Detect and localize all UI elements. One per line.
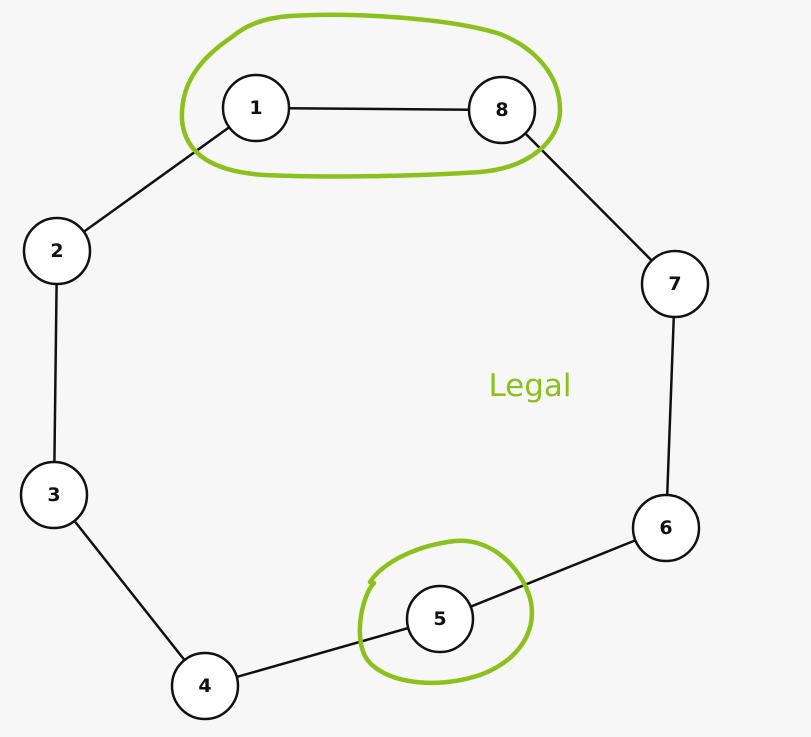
node-7: 7 [640, 249, 710, 319]
node-4: 4 [170, 651, 240, 721]
node-6: 6 [631, 493, 701, 563]
edges [52, 106, 677, 688]
node-5: 5 [405, 584, 475, 654]
node-6-label: 6 [659, 517, 672, 539]
node-2-circle [22, 216, 92, 286]
node-5-circle [405, 584, 475, 654]
node-8-circle [467, 75, 537, 145]
node-8: 8 [467, 75, 537, 145]
edge-2-3 [52, 250, 59, 496]
legal-caption: Legal [488, 368, 571, 404]
node-4-label: 4 [198, 675, 211, 697]
edge-3-4 [53, 494, 206, 687]
edge-7-6 [664, 283, 677, 529]
edge-4-5 [204, 617, 441, 688]
node-3: 3 [19, 460, 89, 530]
node-8-label: 8 [495, 99, 508, 121]
edge-5-6 [439, 526, 667, 621]
node-7-circle [640, 249, 710, 319]
node-6-circle [631, 493, 701, 563]
node-3-label: 3 [47, 484, 60, 506]
node-1: 1 [221, 73, 291, 143]
node-7-label: 7 [668, 273, 681, 295]
node-1-label: 1 [249, 97, 262, 119]
node-3-circle [19, 460, 89, 530]
node-2: 2 [22, 216, 92, 286]
node-5-label: 5 [433, 608, 446, 630]
node-1-circle [221, 73, 291, 143]
edge-1-8 [255, 106, 503, 112]
highlight-loop-5 [357, 538, 535, 686]
node-2-label: 2 [50, 240, 63, 262]
edge-1-2 [56, 106, 257, 253]
highlight-loop-1-8 [179, 12, 563, 179]
node-4-circle [170, 651, 240, 721]
edge-8-7 [501, 109, 676, 285]
